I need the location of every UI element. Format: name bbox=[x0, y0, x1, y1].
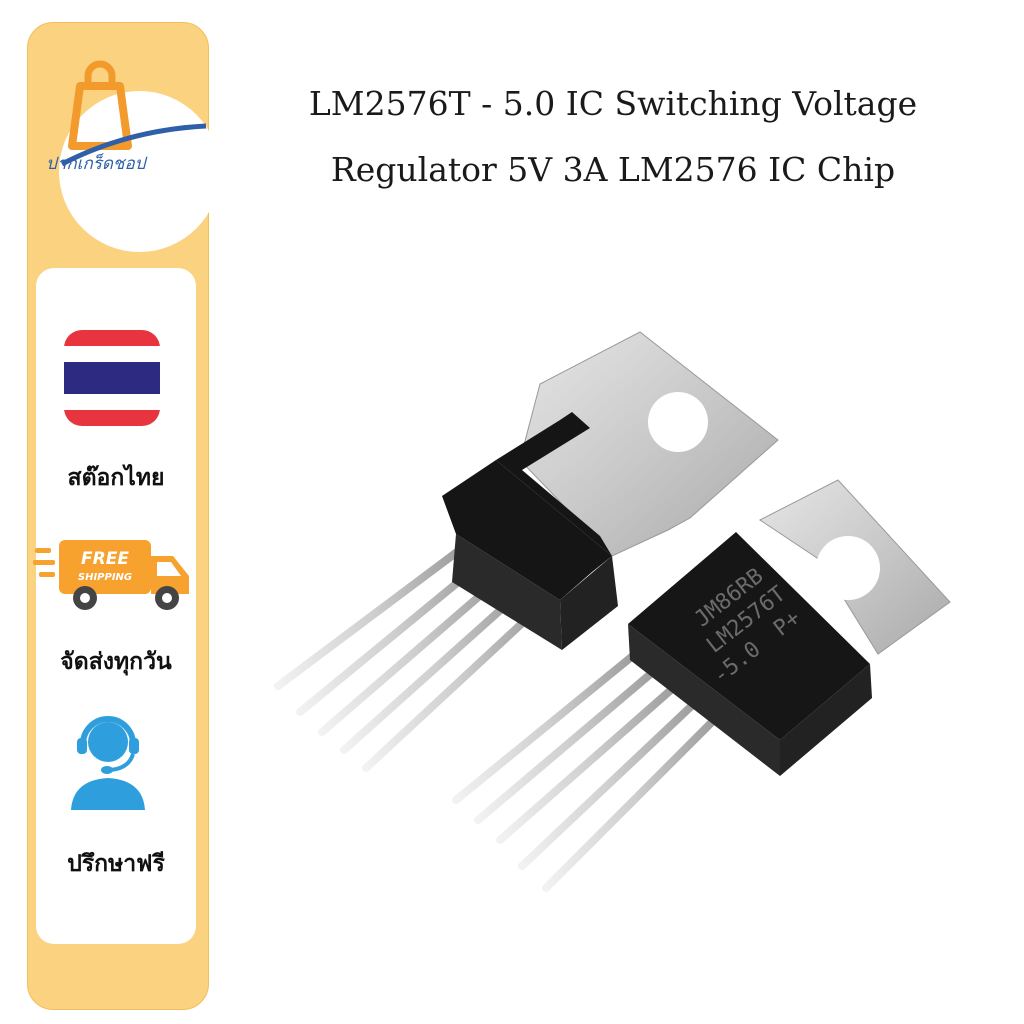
delivery-truck-icon: FREE SHIPPING bbox=[33, 540, 189, 610]
consult-label: ปรึกษาฟรี bbox=[67, 851, 165, 877]
chip-front: JM86RB LM2576T -5.0 P+ bbox=[452, 479, 951, 892]
headset-support-icon bbox=[71, 716, 145, 810]
chip-back bbox=[274, 331, 779, 772]
thai-flag-icon bbox=[64, 330, 160, 426]
shop-logo bbox=[59, 91, 220, 252]
free-badge-text: FREE bbox=[81, 549, 129, 569]
shipping-badge-text: SHIPPING bbox=[78, 572, 132, 583]
shop-name: ปากเกร็ดชอป bbox=[46, 154, 146, 174]
product-title-line2: Regulator 5V 3A LM2576 IC Chip bbox=[330, 150, 896, 189]
shipping-label: จัดส่งทุกวัน bbox=[60, 649, 172, 675]
product-title-line1: LM2576T - 5.0 IC Switching Voltage bbox=[308, 84, 918, 123]
stock-label: สต๊อกไทย bbox=[67, 465, 165, 491]
shopping-bag-icon bbox=[60, 60, 207, 167]
product-image: JM86RB LM2576T -5.0 P+ bbox=[274, 331, 951, 892]
